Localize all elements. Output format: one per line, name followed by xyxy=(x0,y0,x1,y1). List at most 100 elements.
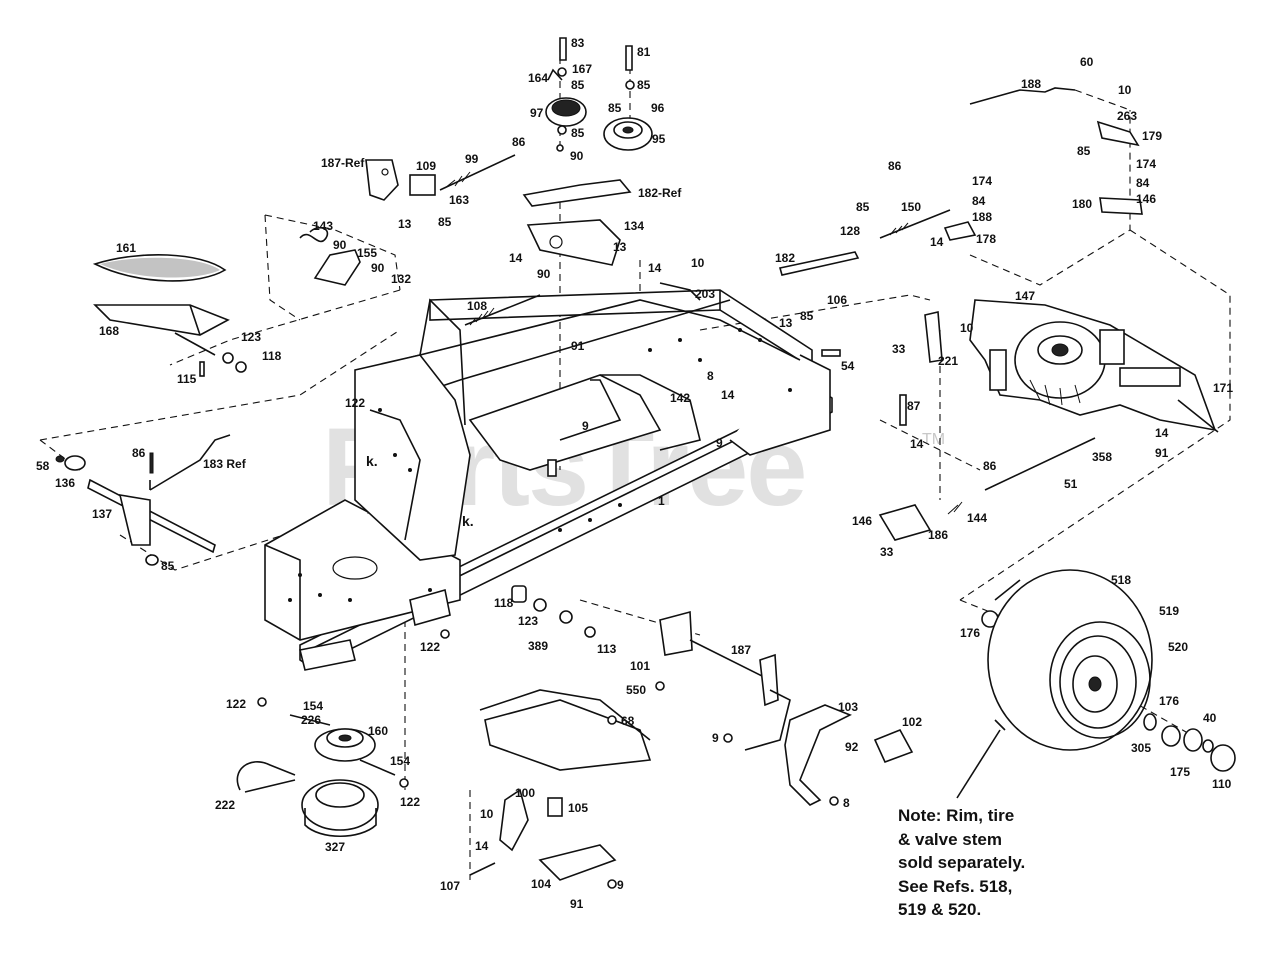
callout-60: 60 xyxy=(1080,55,1094,69)
callout-68: 68 xyxy=(621,714,635,728)
callout-13: 13 xyxy=(613,240,627,254)
callout-51: 51 xyxy=(1064,477,1078,491)
callout-176: 176 xyxy=(960,626,980,640)
lower-parts xyxy=(236,569,1236,889)
callout-168: 168 xyxy=(99,324,119,338)
callout-83: 83 xyxy=(571,36,585,50)
callout-186: 186 xyxy=(928,528,948,542)
svg-text:k.: k. xyxy=(366,453,378,469)
callout-305: 305 xyxy=(1131,741,1151,755)
callout-107: 107 xyxy=(440,879,460,893)
callout-174: 174 xyxy=(1136,157,1156,171)
callout-182-ref: 182-Ref xyxy=(638,186,682,200)
callout-222: 222 xyxy=(215,798,235,812)
callout-96: 96 xyxy=(651,101,665,115)
callout-263: 263 xyxy=(1117,109,1137,123)
callout-108: 108 xyxy=(467,299,487,313)
callout-81: 81 xyxy=(637,45,651,59)
callout-183-ref: 183 Ref xyxy=(203,457,247,471)
callout-105: 105 xyxy=(568,801,588,815)
callout-155: 155 xyxy=(357,246,377,260)
callout-118: 118 xyxy=(262,349,282,363)
callout-14: 14 xyxy=(930,235,944,249)
callout-9: 9 xyxy=(617,878,624,892)
callout-154: 154 xyxy=(303,699,323,713)
callout-33: 33 xyxy=(892,342,906,356)
callout-86: 86 xyxy=(512,135,526,149)
callout-85: 85 xyxy=(800,309,814,323)
callout-100: 100 xyxy=(515,786,535,800)
callout-85: 85 xyxy=(571,126,585,140)
callout-134: 134 xyxy=(624,219,644,233)
note-line: sold separately. xyxy=(898,853,1026,872)
callout-175: 175 xyxy=(1170,765,1190,779)
callout-95: 95 xyxy=(652,132,666,146)
callout-97: 97 xyxy=(530,106,544,120)
top-linkages xyxy=(299,37,701,326)
callout-84: 84 xyxy=(972,194,986,208)
callout-176: 176 xyxy=(1159,694,1179,708)
callout-86: 86 xyxy=(983,459,997,473)
callout-8: 8 xyxy=(707,369,714,383)
callout-137: 137 xyxy=(92,507,112,521)
callout-179: 179 xyxy=(1142,129,1162,143)
callout-389: 389 xyxy=(528,639,548,653)
callout-90: 90 xyxy=(333,238,347,252)
callout-221: 221 xyxy=(938,354,958,368)
callout-106: 106 xyxy=(827,293,847,307)
callout-147: 147 xyxy=(1015,289,1035,303)
callout-327: 327 xyxy=(325,840,345,854)
callout-146: 146 xyxy=(852,514,872,528)
callout-122: 122 xyxy=(345,396,365,410)
callout-128: 128 xyxy=(840,224,860,238)
callout-91: 91 xyxy=(1155,446,1169,460)
transaxle-area xyxy=(778,87,1219,541)
callout-146: 146 xyxy=(1136,192,1156,206)
callout-136: 136 xyxy=(55,476,75,490)
callout-54: 54 xyxy=(841,359,855,373)
callout-14: 14 xyxy=(648,261,662,275)
callout-9: 9 xyxy=(582,419,589,433)
callout-122: 122 xyxy=(420,640,440,654)
callout-110: 110 xyxy=(1212,777,1232,791)
callout-115: 115 xyxy=(177,372,197,386)
callout-99: 99 xyxy=(465,152,479,166)
callout-86: 86 xyxy=(888,159,902,173)
callout-10: 10 xyxy=(691,256,705,270)
note-line: & valve stem xyxy=(898,829,1002,849)
callout-14: 14 xyxy=(1155,426,1169,440)
callout-174: 174 xyxy=(972,174,992,188)
callout-520: 520 xyxy=(1168,640,1188,654)
callout-9: 9 xyxy=(716,436,723,450)
callout-143: 143 xyxy=(313,219,333,233)
callout-122: 122 xyxy=(400,795,420,809)
callout-518: 518 xyxy=(1111,573,1131,587)
callout-91: 91 xyxy=(571,339,585,353)
callout-150: 150 xyxy=(901,200,921,214)
callout-87: 87 xyxy=(907,399,921,413)
callout-187: 187 xyxy=(731,643,751,657)
callout-85: 85 xyxy=(571,78,585,92)
callout-33: 33 xyxy=(880,545,894,559)
parts-note: Note: Rim, tire & valve stem sold separa… xyxy=(898,804,1098,922)
callout-519: 519 xyxy=(1159,604,1179,618)
callout-85: 85 xyxy=(1077,144,1091,158)
callout-14: 14 xyxy=(721,388,735,402)
callout-118: 118 xyxy=(494,596,514,610)
callout-9: 9 xyxy=(712,731,719,745)
callout-84: 84 xyxy=(1136,176,1150,190)
seat-area xyxy=(55,254,247,566)
callout-203: 203 xyxy=(695,287,715,301)
callout-13: 13 xyxy=(398,217,412,231)
callout-182: 182 xyxy=(775,251,795,265)
callout-161: 161 xyxy=(116,241,136,255)
callout-160: 160 xyxy=(368,724,388,738)
callout-104: 104 xyxy=(531,877,551,891)
callout-8: 8 xyxy=(843,796,850,810)
callout-144: 144 xyxy=(967,511,987,525)
callout-90: 90 xyxy=(570,149,584,163)
callout-550: 550 xyxy=(626,683,646,697)
callout-123: 123 xyxy=(518,614,538,628)
note-line: See Refs. 518, xyxy=(898,876,1013,896)
callout-171: 171 xyxy=(1213,381,1233,395)
